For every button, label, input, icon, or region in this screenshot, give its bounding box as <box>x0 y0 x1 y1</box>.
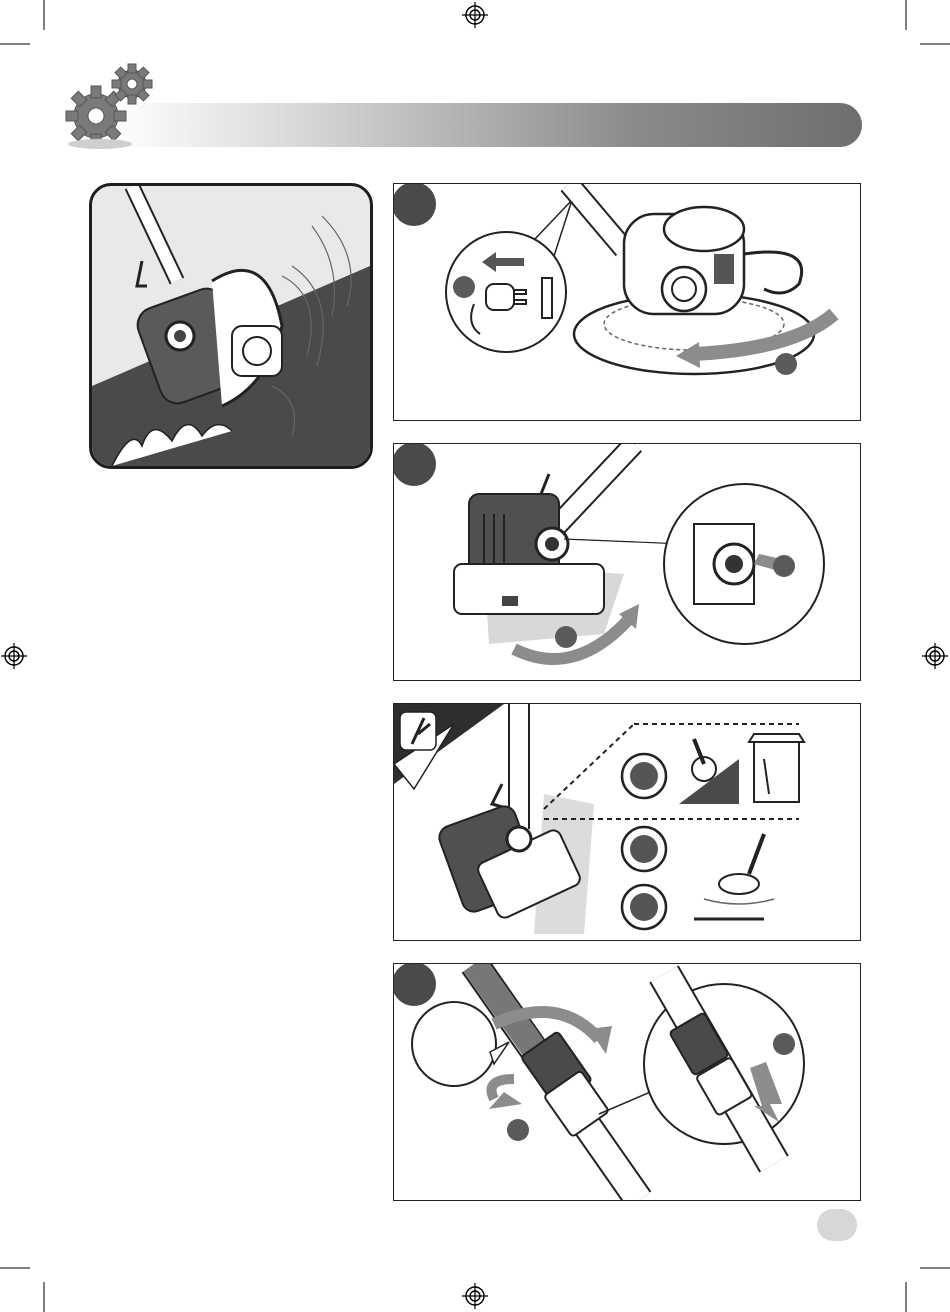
step-2-illustration <box>394 444 860 680</box>
step-2-panel <box>393 443 861 681</box>
section-header-bar <box>112 103 862 147</box>
storage-cabinet-icon <box>749 734 804 802</box>
step-4-marker-a <box>773 1033 795 1055</box>
step-4-illustration <box>394 964 860 1200</box>
trim-mode-icon <box>694 834 774 919</box>
step-4-marker-b <box>507 1119 529 1141</box>
trimmer-edging-icon <box>92 186 370 466</box>
step-4-panel <box>393 963 861 1201</box>
step-3-panel <box>393 703 861 941</box>
step-2-marker-b <box>555 626 577 648</box>
step-1-illustration <box>394 184 860 420</box>
step-3-illustration <box>394 704 860 940</box>
page-number-badge <box>817 1209 857 1241</box>
step-1-marker-a <box>453 276 475 298</box>
page-corner-icon <box>394 704 504 789</box>
hero-illustration-panel <box>89 183 373 469</box>
step-2-marker-a <box>773 555 795 577</box>
step-1-marker-b <box>775 353 797 375</box>
mode-dial-icon <box>622 754 666 929</box>
step-1-panel <box>393 183 861 421</box>
gears-icon <box>60 58 160 152</box>
